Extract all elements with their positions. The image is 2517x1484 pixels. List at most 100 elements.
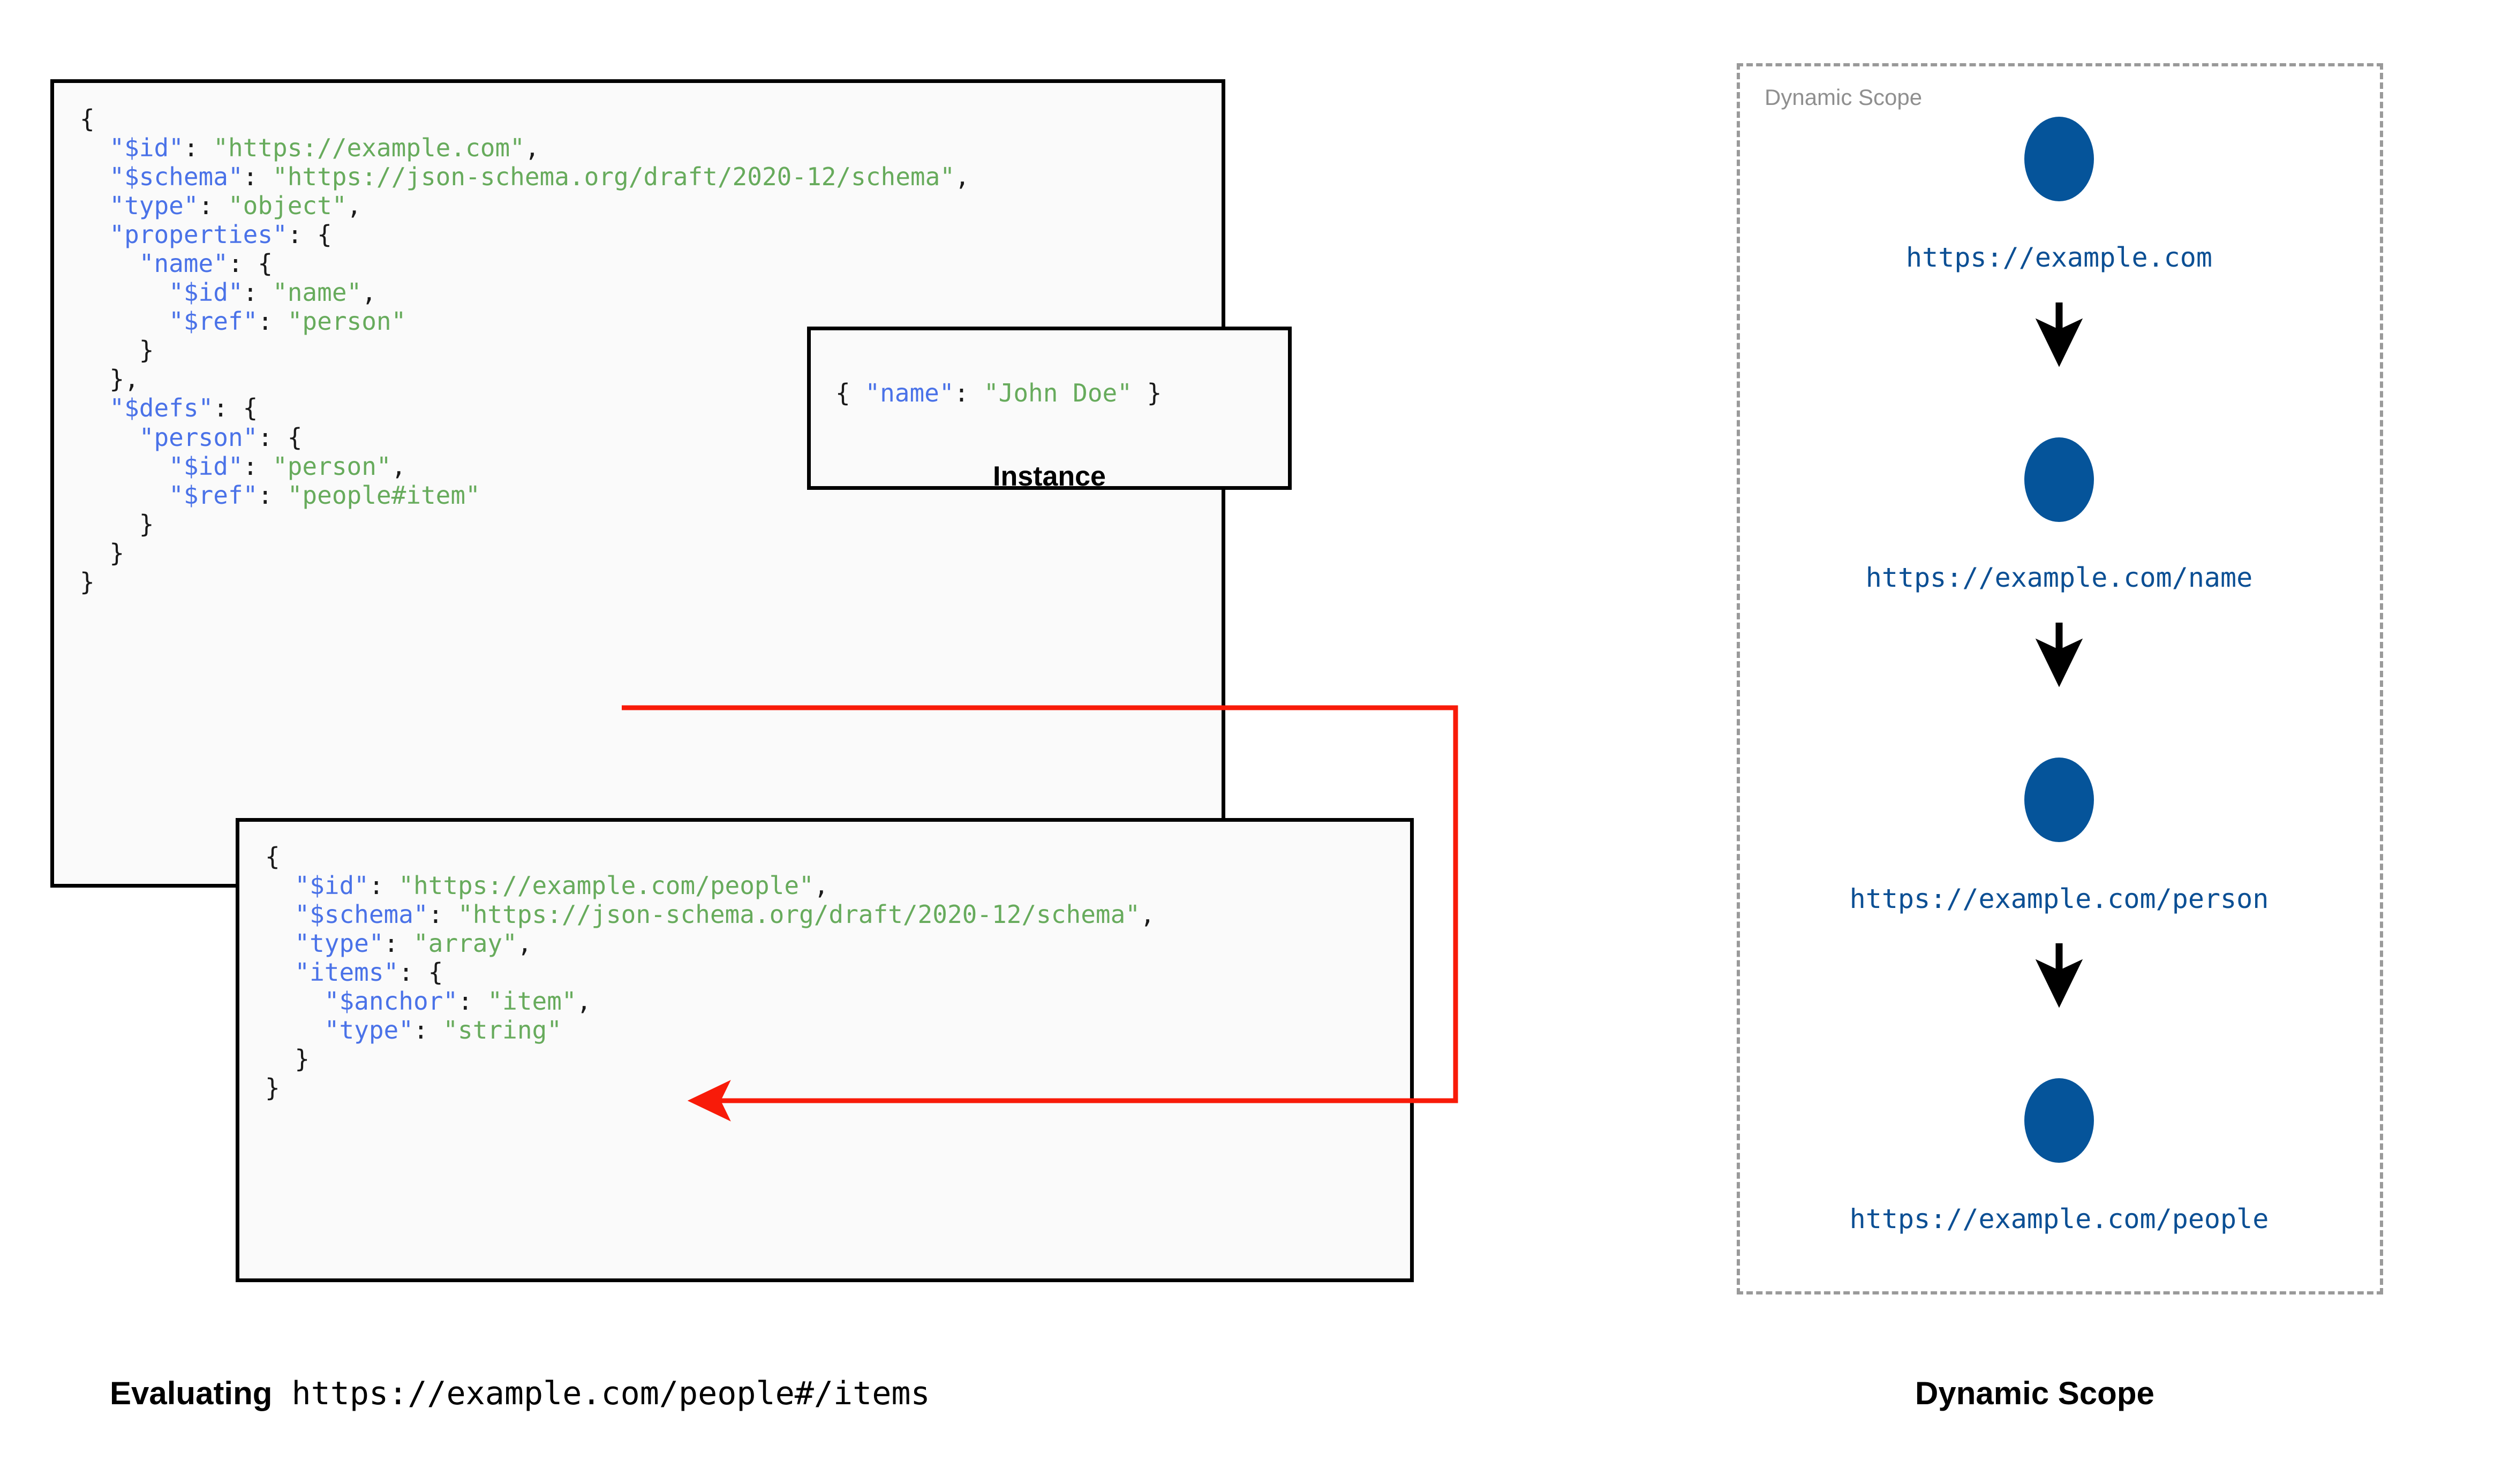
code-indent <box>265 900 295 929</box>
code-token: } <box>1132 378 1162 407</box>
code-token: } <box>109 538 125 567</box>
code-token: "item" <box>487 987 577 1016</box>
code-line: } <box>80 336 970 365</box>
code-token: "type" <box>324 1016 413 1045</box>
code-indent <box>80 481 169 510</box>
scope-node-0 <box>2024 117 2094 201</box>
left-figure-caption: Evaluating https://example.com/people#/i… <box>110 1375 930 1412</box>
code-token: "$schema" <box>109 162 243 192</box>
code-token: "items" <box>295 958 399 987</box>
code-line: "name": { <box>80 249 970 278</box>
code-token: "name" <box>865 378 954 407</box>
code-token: "$id" <box>169 278 243 307</box>
code-token: : <box>413 1016 443 1045</box>
code-token: "$id" <box>109 133 184 163</box>
code-token: "type" <box>109 191 199 221</box>
code-line: "$schema": "https://json-schema.org/draf… <box>80 162 969 192</box>
code-token: "name" <box>273 278 362 307</box>
people-schema-box: { "$id": "https://example.com/people", "… <box>236 818 1414 1282</box>
code-token: "object" <box>228 191 347 221</box>
code-indent <box>80 539 109 567</box>
code-token: , <box>813 871 829 900</box>
scope-node-3 <box>2024 1078 2094 1163</box>
code-indent <box>80 191 109 220</box>
code-token: : <box>258 307 288 336</box>
code-token: : <box>243 451 273 481</box>
code-token: "person" <box>273 451 391 481</box>
code-token: } <box>80 567 95 596</box>
code-line: "$id": "https://example.com/people", <box>265 871 1155 900</box>
code-line: "items": { <box>265 958 1155 987</box>
code-line: { <box>265 842 1155 871</box>
code-token: { <box>265 842 280 871</box>
code-token: , <box>346 191 362 221</box>
code-token: "$defs" <box>109 393 214 423</box>
code-line: "$schema": "https://json-schema.org/draf… <box>265 900 1155 929</box>
code-indent <box>265 929 295 958</box>
scope-node-2 <box>2024 758 2094 842</box>
code-token: } <box>139 509 154 539</box>
code-token: : <box>258 480 288 510</box>
code-line: "$id": "name", <box>80 278 970 307</box>
code-token: "person" <box>139 422 258 452</box>
code-indent <box>80 307 169 336</box>
dynamic-scope-panel-label: Dynamic Scope <box>1765 85 1923 110</box>
code-indent <box>80 278 169 307</box>
code-token: : <box>383 929 413 958</box>
code-indent <box>265 958 295 987</box>
code-token: , <box>576 987 592 1016</box>
code-line: "type": "string" <box>265 1016 1155 1044</box>
code-token: "array" <box>413 929 517 958</box>
code-token: , <box>391 451 406 481</box>
code-line: "$id": "https://example.com", <box>80 133 970 162</box>
code-token: : <box>243 162 273 192</box>
code-indent <box>80 336 139 365</box>
code-token: : <box>243 278 273 307</box>
right-figure-caption: Dynamic Scope <box>1915 1375 2154 1412</box>
code-token: "John Doe" <box>983 378 1132 407</box>
scope-node-1 <box>2024 437 2094 522</box>
left-caption-bold: Evaluating <box>110 1375 273 1411</box>
code-indent <box>265 871 295 900</box>
instance-code: { "name": "John Doe" } <box>835 378 1162 407</box>
code-token: "string" <box>443 1016 562 1045</box>
instance-box: { "name": "John Doe" } <box>807 327 1292 490</box>
code-token: "https://example.com" <box>213 133 525 163</box>
code-indent <box>80 162 109 191</box>
code-indent <box>80 423 139 452</box>
code-token: "$ref" <box>169 307 258 336</box>
code-line: "type": "object", <box>80 191 970 220</box>
code-line: "properties": { <box>80 220 970 249</box>
dynamic-scope-panel <box>1737 63 2383 1294</box>
right-caption-bold: Dynamic Scope <box>1915 1375 2154 1411</box>
code-line: } <box>80 567 970 596</box>
code-line: { <box>80 104 970 133</box>
code-token: : <box>368 871 399 900</box>
code-indent <box>80 510 139 539</box>
people-schema-code: { "$id": "https://example.com/people", "… <box>265 842 1155 1102</box>
code-line: "type": "array", <box>265 929 1155 958</box>
code-token: { <box>835 378 865 407</box>
code-token: } <box>139 336 154 365</box>
code-token: "$ref" <box>169 480 258 510</box>
code-token: "https://example.com/people" <box>398 871 814 900</box>
code-token: : { <box>228 249 273 278</box>
code-token: }, <box>109 365 139 394</box>
code-token: "properties" <box>109 220 288 249</box>
code-token: : <box>428 900 458 929</box>
code-token: { <box>80 104 95 133</box>
code-line: } <box>80 539 970 567</box>
code-indent <box>265 1044 295 1073</box>
scope-node-label-3: https://example.com/people <box>1849 1203 2269 1235</box>
code-line: "$defs": { <box>80 393 970 422</box>
code-indent <box>265 987 325 1016</box>
code-indent <box>80 220 109 249</box>
code-line: "person": { <box>80 423 970 452</box>
code-line: } <box>80 510 970 539</box>
code-line: "$id": "person", <box>80 452 970 481</box>
code-token: "name" <box>139 249 228 278</box>
code-token: : <box>198 191 228 221</box>
root-schema-code: { "$id": "https://example.com", "$schema… <box>80 104 970 596</box>
code-token: "$id" <box>295 871 369 900</box>
